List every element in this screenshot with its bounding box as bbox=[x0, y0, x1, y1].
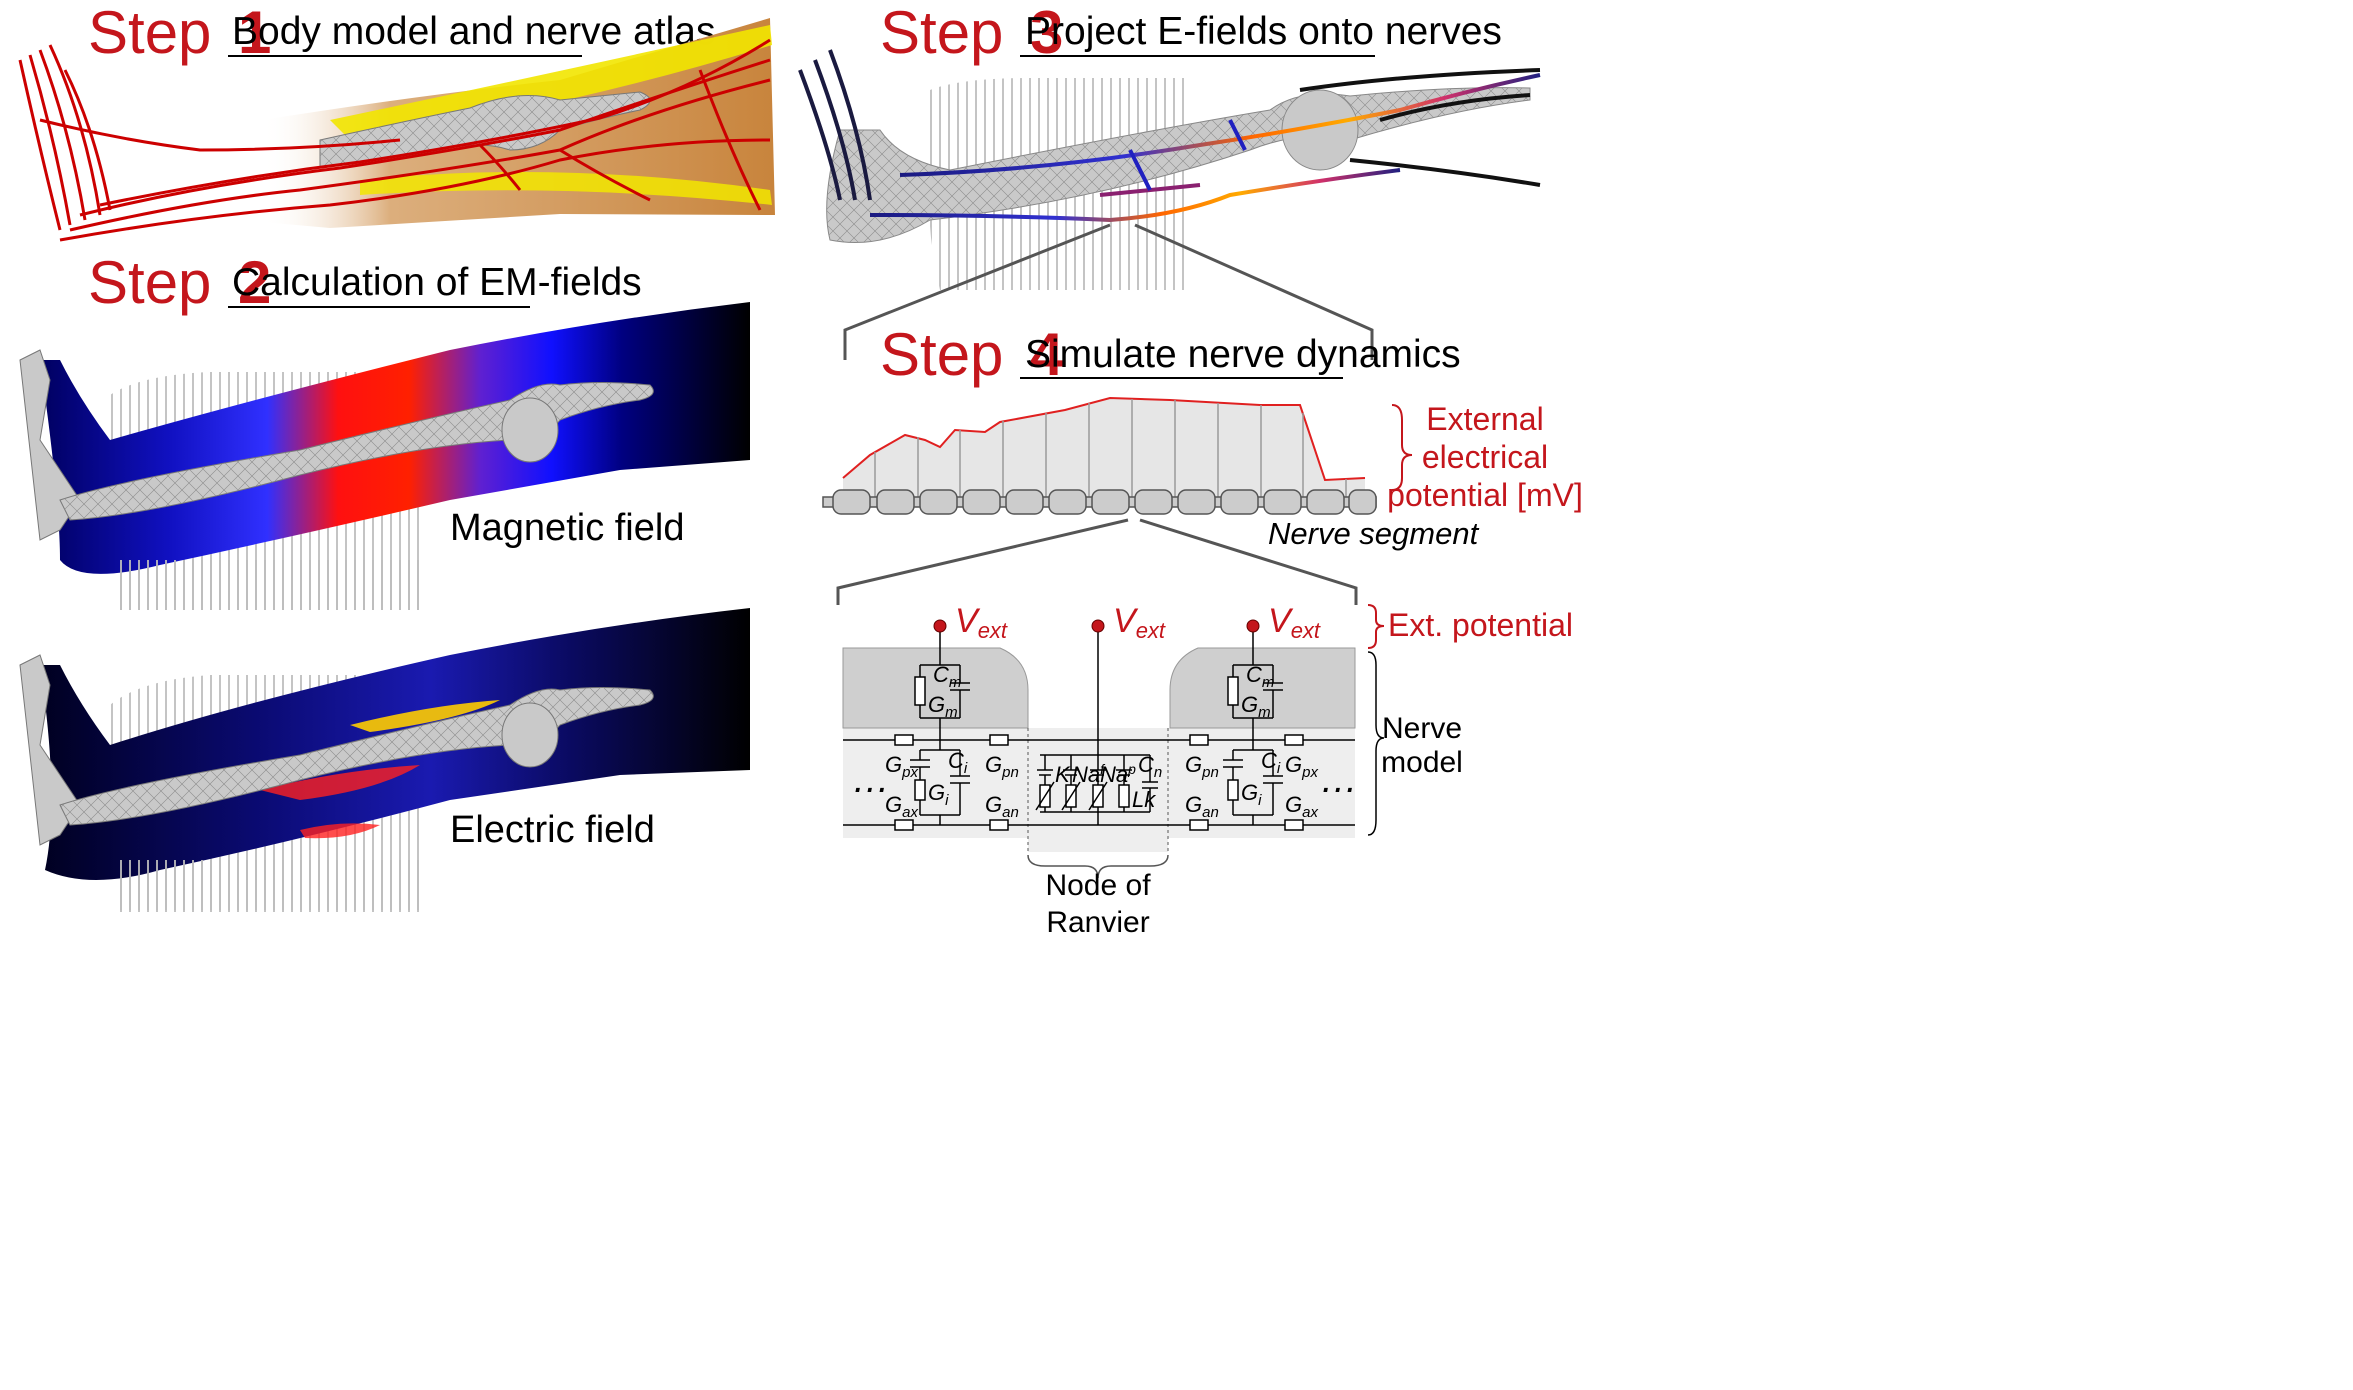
coil-front bbox=[115, 560, 420, 610]
fat-layer-bottom bbox=[360, 172, 772, 205]
label-k: K bbox=[1055, 762, 1071, 787]
ext-potential-label: Ext. potential bbox=[1388, 607, 1573, 643]
label-ci-right: Ci bbox=[1261, 748, 1281, 777]
label-lk: Lk bbox=[1132, 787, 1156, 812]
step4-number: 4 bbox=[1030, 321, 1064, 388]
coil-front-2 bbox=[115, 860, 420, 912]
node-verticals bbox=[874, 399, 1347, 500]
myelin-left bbox=[842, 647, 1029, 729]
myelin-rc-left bbox=[914, 664, 970, 740]
label-gax-right: Gax bbox=[1285, 792, 1318, 821]
label-gi-right: Gi bbox=[1241, 780, 1262, 809]
vext-right-label: Vext bbox=[1268, 602, 1321, 643]
ext-potential-brace bbox=[1367, 604, 1385, 649]
vext-left: Vext bbox=[933, 602, 1008, 665]
vext-mid-label: Vext bbox=[1113, 602, 1166, 643]
internode-left bbox=[910, 740, 970, 825]
label-naf: Naf bbox=[1072, 761, 1106, 787]
step3-subtitle: Project E-fields onto nerves bbox=[1025, 10, 1502, 53]
label-gpx-right: Gpx bbox=[1285, 752, 1318, 781]
electric-field-panel: Electric field bbox=[19, 608, 750, 912]
step3-title: Step 3 Project E-fields onto nerves bbox=[880, 0, 1502, 66]
fat-layer-top bbox=[330, 25, 772, 140]
step4-subtitle: Simulate nerve dynamics bbox=[1025, 333, 1461, 376]
potential-profile: External electrical potential [mV] bbox=[842, 396, 1583, 513]
magnetic-field-label: Magnetic field bbox=[450, 507, 684, 549]
knee-bone-mesh bbox=[320, 92, 650, 168]
zoom-lines-step3 bbox=[843, 223, 1374, 360]
node-gap bbox=[1028, 838, 1168, 852]
nerve-model-line2: model bbox=[1381, 746, 1463, 779]
label-gax-left: Gax bbox=[885, 792, 918, 821]
step2-title: Step 2 Calculation of EM-fields bbox=[88, 249, 642, 316]
potential-curve bbox=[842, 396, 1366, 482]
nerve-model-brace bbox=[1367, 651, 1385, 836]
vext-mid-terminal bbox=[1091, 619, 1105, 633]
vext-right: Vext bbox=[1246, 602, 1321, 665]
step3-leg-illustration bbox=[798, 49, 1541, 290]
rail-resistors bbox=[894, 734, 1304, 831]
efield-hotspot-3 bbox=[350, 700, 500, 732]
step3-word: Step bbox=[880, 0, 1003, 66]
potential-label-line2: electrical bbox=[1422, 439, 1548, 475]
label-gi-left: Gi bbox=[928, 780, 949, 809]
potential-fill bbox=[843, 398, 1365, 500]
step2-number: 2 bbox=[238, 249, 271, 316]
electric-field-label: Electric field bbox=[450, 809, 655, 851]
myelin-right bbox=[1169, 647, 1356, 729]
label-cm-right: Cm bbox=[1246, 662, 1274, 691]
step1-word: Step bbox=[88, 0, 211, 66]
label-gan-right: Gan bbox=[1185, 792, 1219, 821]
step4-word: Step bbox=[880, 321, 1003, 388]
efield-hotspot-1 bbox=[260, 765, 420, 800]
nerve-circuit: Vext Vext Vext Cm Gm Cm Gm bbox=[842, 602, 1573, 939]
node-label-line2: Ranvier bbox=[1046, 906, 1149, 939]
ellipsis-left: … bbox=[852, 759, 890, 801]
step4-title: Step 4 Simulate nerve dynamics bbox=[880, 321, 1461, 388]
vext-right-terminal bbox=[1246, 619, 1260, 633]
knee-joint-2 bbox=[501, 702, 559, 768]
label-gm-right: Gm bbox=[1241, 692, 1271, 721]
vext-mid: Vext bbox=[1091, 602, 1166, 755]
step1-subtitle: Body model and nerve atlas bbox=[232, 10, 715, 53]
nerve-model-line1: Nerve bbox=[1382, 712, 1462, 745]
vext-left-label: Vext bbox=[955, 602, 1008, 643]
step2-subtitle: Calculation of EM-fields bbox=[232, 261, 642, 304]
step2-word: Step bbox=[88, 249, 211, 316]
label-gm-left: Gm bbox=[928, 692, 958, 721]
nerves-projected bbox=[798, 49, 1541, 223]
label-cm-left: Cm bbox=[933, 662, 961, 691]
myelin-rc-right bbox=[1227, 664, 1283, 740]
nerve-segment-label: Nerve segment bbox=[1268, 516, 1480, 551]
ellipsis-right: … bbox=[1320, 759, 1358, 801]
nerve-atlas-red bbox=[18, 38, 771, 242]
vext-left-terminal bbox=[933, 619, 947, 633]
potential-label-line1: External bbox=[1426, 401, 1543, 437]
label-cn: Cn bbox=[1138, 752, 1162, 781]
ranvier-channels bbox=[1035, 754, 1158, 825]
label-ci-left: Ci bbox=[948, 748, 968, 777]
step1-title: Step 1 Body model and nerve atlas bbox=[88, 0, 715, 66]
zoom-lines-circuit bbox=[836, 518, 1358, 605]
foot-bones bbox=[19, 349, 81, 541]
label-nap: Nap bbox=[1100, 761, 1136, 787]
knee-joint bbox=[501, 397, 559, 463]
label-gpn-left: Gpn bbox=[985, 752, 1019, 781]
step1-leg-illustration bbox=[18, 18, 775, 242]
label-gpx-left: Gpx bbox=[885, 752, 918, 781]
magnetic-field-panel: Magnetic field bbox=[19, 302, 750, 610]
internode-right bbox=[1223, 740, 1283, 825]
label-gpn-right: Gpn bbox=[1185, 752, 1219, 781]
label-gan-left: Gan bbox=[985, 792, 1019, 821]
efield-hotspot-2 bbox=[300, 823, 380, 839]
node-brace bbox=[1027, 854, 1169, 879]
nerve-segment: Nerve segment bbox=[822, 489, 1480, 551]
foot-bones-2 bbox=[19, 654, 81, 846]
potential-label-line3: potential [mV] bbox=[1387, 477, 1583, 513]
myelin-segments bbox=[832, 489, 1377, 515]
node-label-line1: Node of bbox=[1045, 869, 1151, 902]
potential-brace bbox=[1391, 404, 1413, 491]
